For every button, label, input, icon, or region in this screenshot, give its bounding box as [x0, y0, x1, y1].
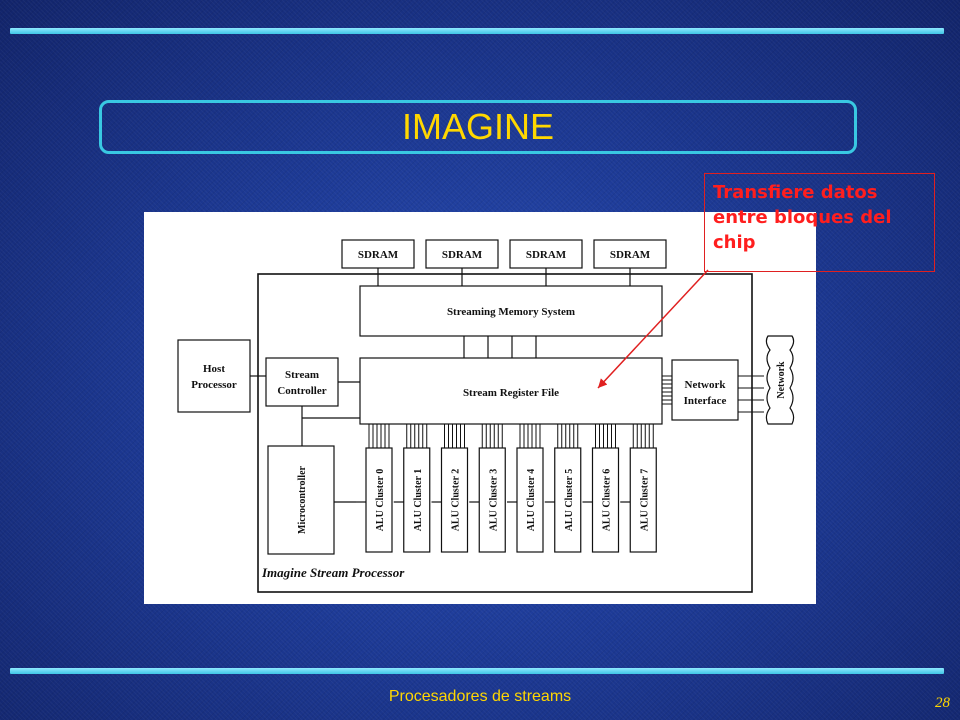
- sdram-label-3: SDRAM: [610, 249, 651, 261]
- callout-note: Transfiere datos entre bloques del chip: [704, 173, 935, 272]
- host-label-line2: Processor: [191, 379, 237, 391]
- stream-controller-box: [265, 357, 339, 407]
- alu-cluster-box-0: [365, 447, 393, 553]
- chip-boundary: [257, 273, 753, 593]
- alu-cluster-label-2: ALU Cluster 2: [451, 469, 462, 532]
- page-number: 28: [935, 695, 950, 711]
- ni-label-line2: Interface: [684, 395, 727, 407]
- alu-cluster-label-6: ALU Cluster 6: [602, 469, 613, 532]
- alu-cluster-label-4: ALU Cluster 4: [526, 469, 537, 532]
- sdram-label-1: SDRAM: [442, 249, 483, 261]
- diagram-caption: Imagine Stream Processor: [261, 565, 405, 580]
- sdram-label-2: SDRAM: [526, 249, 567, 261]
- host-label-line1: Host: [203, 363, 225, 375]
- top-rule: [10, 28, 944, 34]
- ni-label-line1: Network: [685, 379, 727, 391]
- host-processor-box: [177, 339, 251, 413]
- microcontroller-label: Microcontroller: [297, 465, 308, 533]
- alu-cluster-box-5: [554, 447, 582, 553]
- footer-text: Procesadores de streams: [388, 688, 572, 705]
- network-cloud: [765, 335, 795, 425]
- memory-system-label: Streaming Memory System: [447, 306, 575, 318]
- alu-cluster-label-5: ALU Cluster 5: [564, 469, 575, 532]
- alu-cluster-label-3: ALU Cluster 3: [488, 469, 499, 532]
- controller-label-line2: Controller: [277, 385, 326, 397]
- microcontroller-box: [267, 445, 335, 555]
- alu-cluster-box-6: [591, 447, 620, 553]
- register-file-label: Stream Register File: [463, 387, 559, 399]
- alu-cluster-label-0: ALU Cluster 0: [375, 469, 386, 532]
- alu-cluster-box-3: [478, 447, 506, 553]
- alu-cluster-label-1: ALU Cluster 1: [413, 469, 424, 532]
- alu-cluster-box-7: [629, 447, 657, 553]
- network-label: Network: [776, 361, 787, 399]
- alu-cluster-box-4: [516, 447, 544, 553]
- alu-cluster-box-2: [440, 447, 469, 553]
- alu-cluster-box-1: [403, 447, 431, 553]
- slide-title: IMAGINE: [401, 106, 554, 147]
- bottom-rule: [10, 668, 944, 674]
- register-file-box: [359, 357, 663, 425]
- diagram-svg: SDRAM SDRAM SDRAM SDRAM Streaming Memory…: [177, 239, 795, 593]
- sdram-label-0: SDRAM: [358, 249, 399, 261]
- controller-label-line1: Stream: [285, 369, 319, 381]
- alu-cluster-label-7: ALU Cluster 7: [639, 469, 650, 532]
- title-box: IMAGINE: [99, 100, 857, 154]
